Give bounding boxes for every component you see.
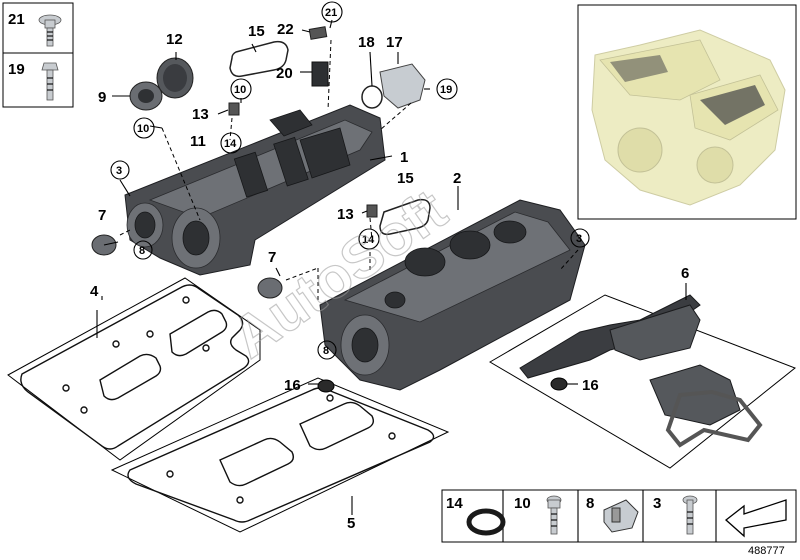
callout-22: 22 [277,21,294,38]
callout-21: 21 [325,7,337,19]
callout-11: 11 [190,133,206,150]
legend-number-8: 8 [586,495,594,512]
sensor-22 [308,26,328,40]
bottom-legend-panel: 14 10 8 3 [441,489,797,543]
gasket-15-top [229,40,289,78]
legend-number-3: 3 [653,495,661,512]
engine-overview-image [591,29,786,206]
direction-arrow-icon [724,499,787,538]
callout-2: 2 [453,170,461,187]
gasket-4 [7,277,261,461]
legend-number-21: 21 [8,11,25,28]
callout-1: 1 [400,149,408,166]
callout-12: 12 [166,31,183,48]
oil-filler-cap-12 [156,57,194,99]
callout-labels: 1 2 4 5 6 7 7 9 11 12 13 13 15 15 16 16 … [90,21,689,532]
callout-6: 6 [681,265,689,282]
seal-16-right [550,377,568,391]
callout-7-left: 7 [98,207,106,224]
callout-15-top: 15 [248,23,265,40]
callout-8-right: 8 [323,345,329,357]
callout-4: 4 [90,283,99,300]
callout-16-right: 16 [582,377,599,394]
leader-lines [96,19,687,515]
actuator-7-right [257,277,283,299]
callout-7-right: 7 [268,249,276,266]
callout-14-left: 14 [224,138,237,150]
flange-bolt-icon [38,14,62,47]
cap-housing-9 [129,81,163,111]
gasket-5 [110,377,450,533]
callout-15-right: 15 [397,170,414,187]
gasket-15-right [379,198,431,236]
cylinder-head-cover-1 [124,104,386,276]
callout-16-left: 16 [284,377,301,394]
callout-18: 18 [358,34,375,51]
legend-number-10: 10 [514,495,531,512]
callout-8-left: 8 [139,245,145,257]
callout-9: 9 [98,89,106,106]
reference-number: 488777 [748,545,785,557]
callout-3-right: 3 [576,233,582,245]
callout-3-left: 3 [116,165,122,177]
callout-20: 20 [276,65,293,82]
callout-19: 19 [440,84,452,96]
legend-number-19: 19 [8,61,25,78]
circled-callouts: 3 3 8 8 10 10 14 14 19 21 [110,1,590,360]
cylinder-head-cover-2 [319,199,586,391]
o-ring-18 [361,85,383,109]
callout-10-top: 10 [234,84,246,96]
collar-bolt-icon [546,495,562,535]
sensor-20 [311,61,329,87]
callout-13-left: 13 [192,106,209,123]
o-ring-icon [466,508,506,536]
seal-16-left [317,379,335,393]
clip-icon [603,499,639,533]
left-legend-panel: 21 19 [2,2,74,108]
callout-5: 5 [347,515,355,532]
callout-13-right: 13 [337,206,354,223]
engine-overview-panel [577,4,797,220]
legend-number-14: 14 [446,495,463,512]
screw-icon [682,495,698,535]
sensor-13 [228,102,240,116]
stud-bolt-icon [41,62,59,101]
callout-17: 17 [386,34,403,51]
blowby-assembly-6 [489,294,796,469]
callout-10-mid: 10 [137,123,149,135]
actuator-17 [379,63,426,109]
callout-14-right: 14 [362,234,375,246]
